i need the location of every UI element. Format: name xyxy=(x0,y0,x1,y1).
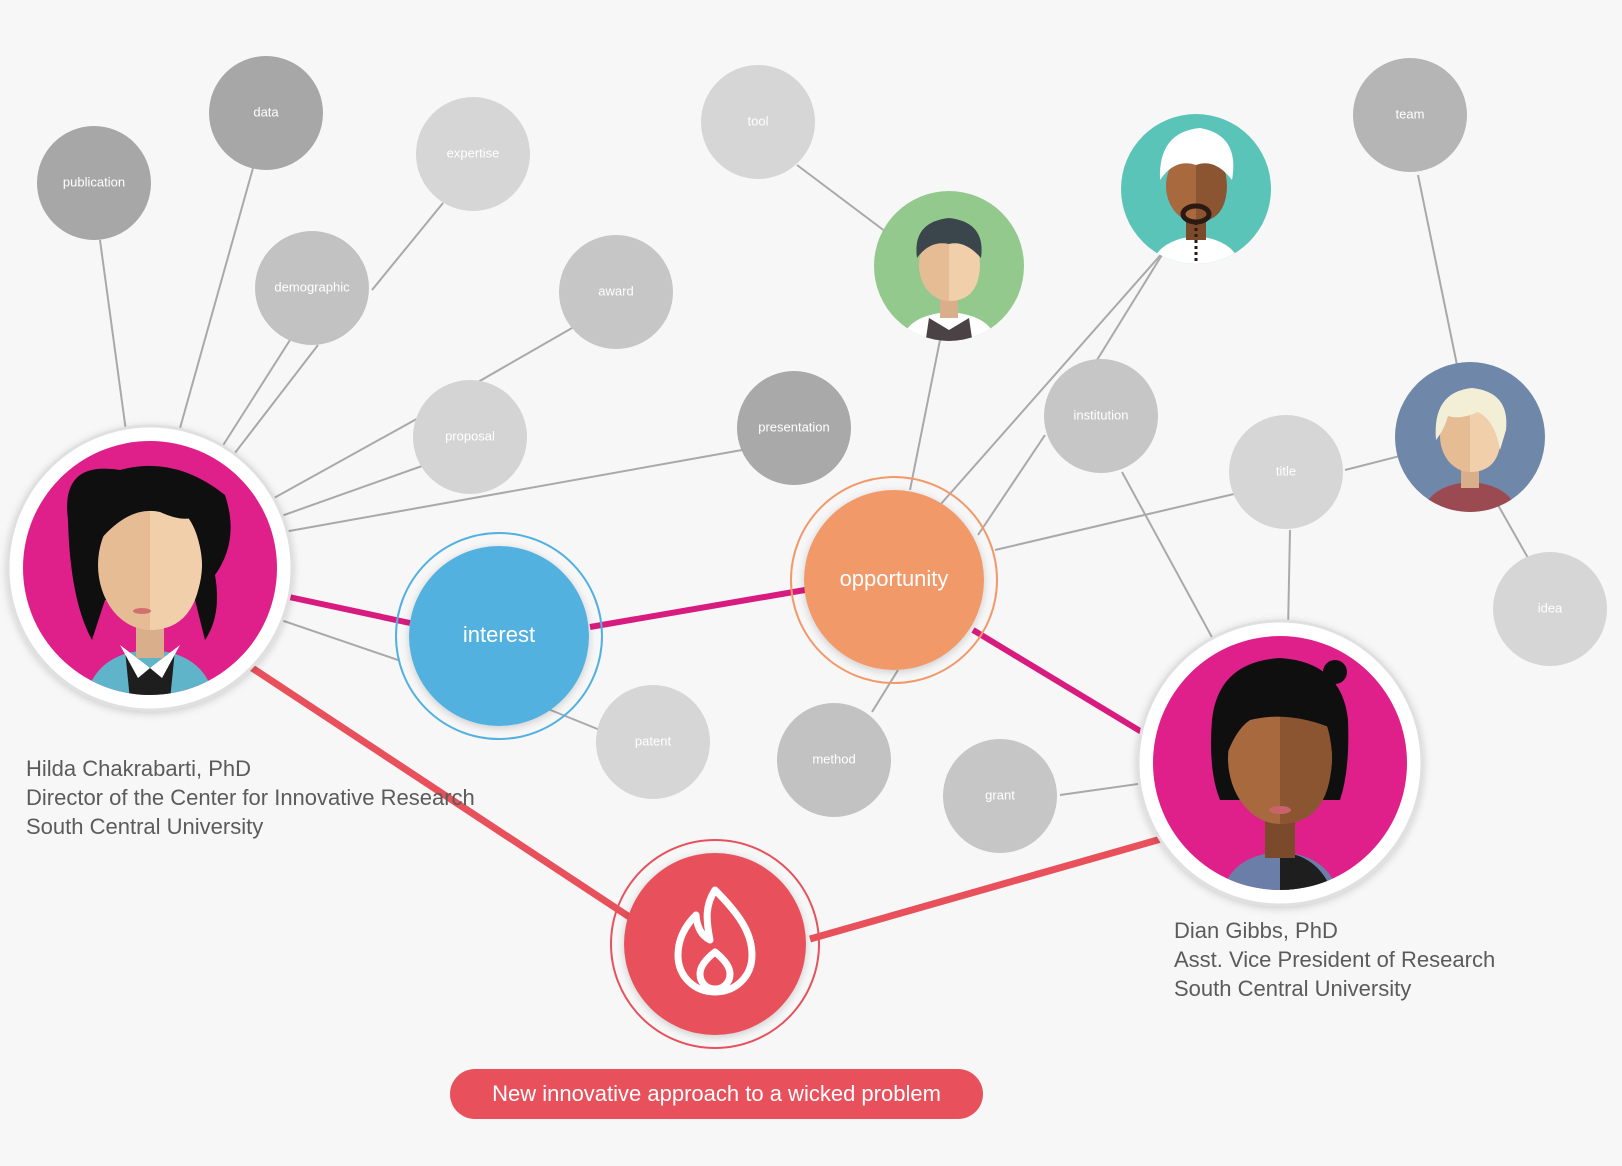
dian-role: Asst. Vice President of Research xyxy=(1174,947,1496,972)
flame-icon xyxy=(674,886,756,996)
hilda-role: Director of the Center for Innovative Re… xyxy=(26,785,475,810)
banner-pill: New innovative approach to a wicked prob… xyxy=(450,1069,983,1119)
hub-fire xyxy=(610,839,820,1049)
keyword-node-publication: publication xyxy=(37,126,151,240)
hub-label-interest: interest xyxy=(463,622,535,647)
dian-name: Dian Gibbs, PhD xyxy=(1174,918,1338,943)
keyword-node-tool: tool xyxy=(701,65,815,179)
avatar-hilda xyxy=(6,424,294,712)
keyword-node-expertise: expertise xyxy=(416,97,530,211)
hub-opportunity: opportunity xyxy=(790,476,998,684)
keyword-label: tool xyxy=(748,113,769,128)
caption-hilda: Hilda Chakrabarti, PhD Director of the C… xyxy=(26,754,475,841)
keyword-label: team xyxy=(1396,106,1425,121)
avatar-dian xyxy=(1136,619,1424,907)
hilda-name: Hilda Chakrabarti, PhD xyxy=(26,756,251,781)
keyword-label: title xyxy=(1276,463,1296,478)
keyword-label: data xyxy=(253,104,279,119)
hilda-org: South Central University xyxy=(26,814,264,839)
keyword-label: method xyxy=(812,751,855,766)
gray-connectors xyxy=(99,164,1533,796)
avatar-man-green xyxy=(874,191,1024,341)
keyword-node-award: award xyxy=(559,235,673,349)
keyword-node-institution: institution xyxy=(1044,359,1158,473)
keyword-node-title: title xyxy=(1229,415,1343,529)
keyword-node-patent: patent xyxy=(596,685,710,799)
keyword-node-grant: grant xyxy=(943,739,1057,853)
magenta-connectors xyxy=(274,587,1157,743)
keyword-label: expertise xyxy=(447,145,500,160)
red-connectors xyxy=(238,657,1176,943)
keyword-label: proposal xyxy=(445,428,495,443)
keyword-node-idea: idea xyxy=(1493,552,1607,666)
keyword-label: publication xyxy=(63,174,125,189)
caption-dian: Dian Gibbs, PhD Asst. Vice President of … xyxy=(1174,916,1495,1003)
keyword-node-method: method xyxy=(777,703,891,817)
hub-label-opportunity: opportunity xyxy=(840,566,949,591)
keyword-node-demographic: demographic xyxy=(255,231,369,345)
hub-interest: interest xyxy=(395,532,603,740)
keyword-label: idea xyxy=(1538,600,1563,615)
keyword-label: patent xyxy=(635,733,672,748)
keyword-node-presentation: presentation xyxy=(737,371,851,485)
keyword-node-team: team xyxy=(1353,58,1467,172)
keyword-label: demographic xyxy=(274,279,350,294)
keyword-node-proposal: proposal xyxy=(413,380,527,494)
avatar-man-teal xyxy=(1121,114,1271,264)
keyword-label: grant xyxy=(985,787,1015,802)
keyword-label: institution xyxy=(1074,407,1129,422)
keyword-label: presentation xyxy=(758,419,830,434)
keyword-node-data: data xyxy=(209,56,323,170)
dian-org: South Central University xyxy=(1174,976,1412,1001)
keyword-label: award xyxy=(598,283,633,298)
avatar-woman-blue xyxy=(1395,362,1545,512)
